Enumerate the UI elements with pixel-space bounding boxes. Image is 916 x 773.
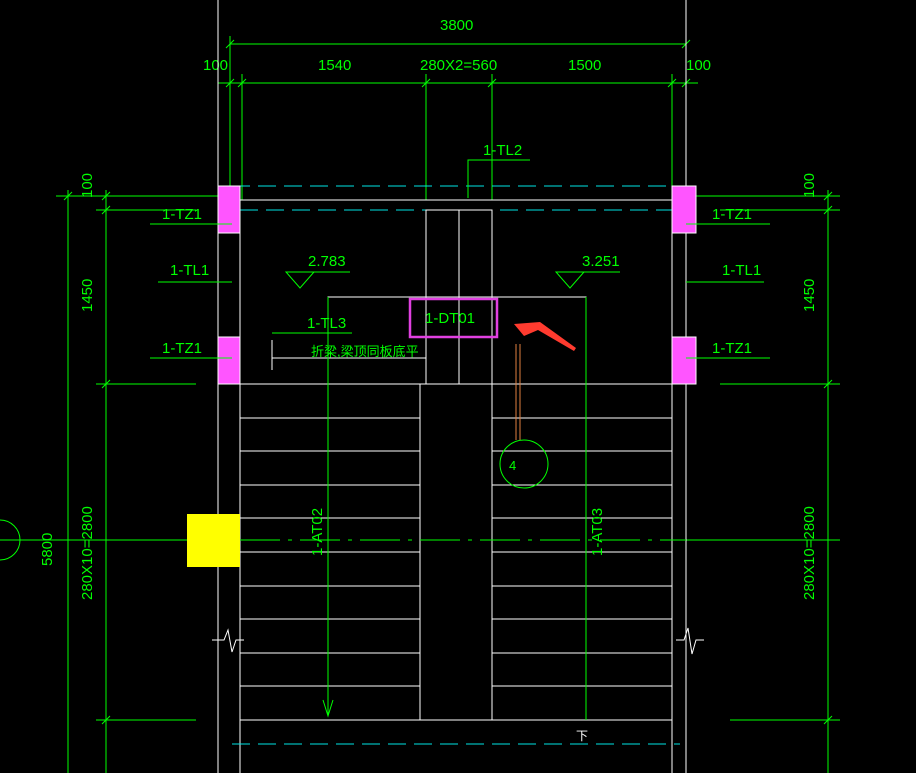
- column-tz1-top-right: [671, 185, 697, 234]
- column-tz1-bot-right: [671, 336, 697, 385]
- dim-mid-right: 1450: [801, 279, 818, 312]
- elev-left: 2.783: [308, 253, 346, 270]
- stair-flight-left: [239, 297, 421, 721]
- stair-flight-right: [419, 297, 673, 721]
- note-text: 折梁,梁顶同板底平: [311, 344, 419, 359]
- dim-right-edge: 100: [686, 57, 711, 74]
- dim-stair-right: 280X10=2800: [801, 506, 818, 600]
- label-tl2: 1-TL2: [483, 142, 522, 159]
- red-arrow-icon: [514, 322, 576, 351]
- label-tl1-left: 1-TL1: [170, 262, 209, 279]
- columns: [187, 185, 697, 567]
- label-tl3: 1-TL3: [307, 315, 346, 332]
- dim-left-edge: 100: [203, 57, 228, 74]
- dt01-highlight-box: [408, 297, 499, 339]
- left-dimensions: 100 1450 280X10=2800 5800: [0, 173, 240, 773]
- dim-overall-left: 5800: [39, 533, 56, 566]
- down-mark: 下: [576, 729, 588, 743]
- label-tz1-bot-left: 1-TZ1: [162, 340, 202, 357]
- label-at02: 1-AT02: [309, 508, 326, 556]
- axis-bubble: 4: [499, 344, 549, 489]
- elevation-marks: 2.783 3.251: [284, 253, 620, 289]
- elev-right: 3.251: [582, 253, 620, 270]
- axis-bubble-label: 4: [509, 458, 516, 473]
- dim-seg3: 1500: [568, 57, 601, 74]
- dim-total: 3800: [440, 17, 473, 34]
- dim-top-right: 100: [801, 173, 818, 198]
- dt01-callout: 1-DT01: [408, 297, 576, 351]
- label-at03: 1-AT03: [589, 508, 606, 556]
- dim-mid-left: 1450: [79, 279, 96, 312]
- beam-labels: 1-TL2 1-TZ1 1-TZ1 1-TL1 1-TL1 1-TL3 1-TZ…: [150, 142, 770, 359]
- label-dt01: 1-DT01: [425, 310, 475, 327]
- column-tz1-bot-left: [217, 336, 241, 385]
- top-dimensions: 3800 100 1540 280X2=560 1500 100: [203, 17, 711, 200]
- label-tz1-bot-right: 1-TZ1: [712, 340, 752, 357]
- dim-seg1: 1540: [318, 57, 351, 74]
- column-tz1-top-left: [217, 185, 241, 234]
- label-tl1-right: 1-TL1: [722, 262, 761, 279]
- dim-seg2: 280X2=560: [420, 57, 497, 74]
- label-tz1-top-right: 1-TZ1: [712, 206, 752, 223]
- wall-lines: [212, 0, 704, 773]
- dim-stair-left: 280X10=2800: [79, 506, 96, 600]
- label-tz1-top-left: 1-TZ1: [162, 206, 202, 223]
- yellow-block: [187, 514, 240, 567]
- right-dimensions: 100 1450 280X10=2800: [686, 173, 840, 773]
- dim-top-left: 100: [79, 173, 96, 198]
